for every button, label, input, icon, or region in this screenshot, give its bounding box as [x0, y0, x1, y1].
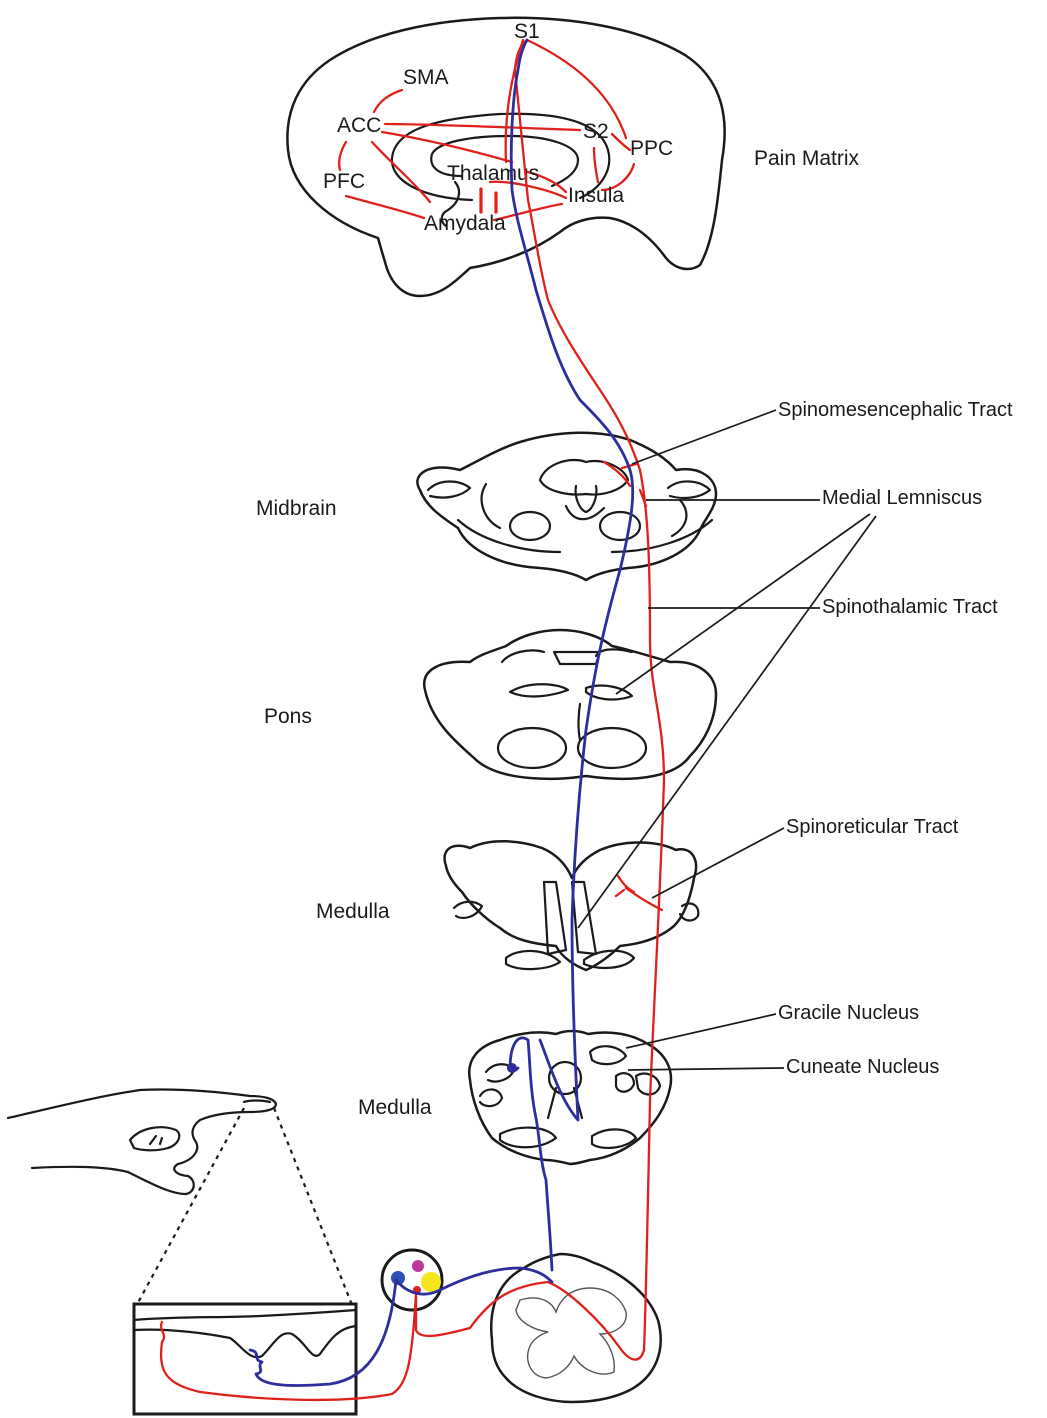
lower-medulla-section: [469, 1031, 671, 1164]
label-pfc: PFC: [323, 170, 365, 193]
spinal-cord-section: [491, 1254, 660, 1402]
gracile-nucleus-synapse: [507, 1063, 517, 1073]
label-cuneate-nucleus: Cuneate Nucleus: [786, 1056, 939, 1078]
hand-drawing: [8, 1089, 276, 1194]
label-acc: ACC: [337, 114, 381, 137]
label-spinomesencephalic-tract: Spinomesencephalic Tract: [778, 399, 1013, 421]
label-spinoreticular-tract: Spinoreticular Tract: [786, 816, 959, 838]
label-s2: S2: [583, 120, 609, 143]
label-spinothalamic-tract: Spinothalamic Tract: [822, 596, 998, 618]
label-midbrain: Midbrain: [256, 497, 337, 520]
zoom-line-right: [274, 1108, 354, 1310]
label-pons: Pons: [264, 705, 312, 728]
label-sma: SMA: [403, 66, 449, 89]
label-medial-lemniscus: Medial Lemniscus: [822, 487, 982, 509]
dorsal-root-ganglion: [382, 1250, 442, 1310]
label-medulla-lower: Medulla: [358, 1096, 432, 1119]
midbrain-section: [417, 433, 716, 580]
zoom-line-left: [134, 1108, 244, 1310]
section-labels: Midbrain Pons Medulla Medulla: [256, 497, 432, 1119]
ganglion-magenta-cell: [412, 1260, 424, 1272]
label-amygdala: Amydala: [424, 212, 506, 235]
label-pain-matrix: Pain Matrix: [754, 147, 860, 170]
label-insula: Insula: [568, 184, 624, 207]
ganglion-yellow-cell: [421, 1272, 441, 1292]
label-gracile-nucleus: Gracile Nucleus: [778, 1002, 919, 1024]
label-ppc: PPC: [630, 137, 673, 160]
pons-section: [424, 630, 716, 779]
label-medulla-upper: Medulla: [316, 900, 390, 923]
